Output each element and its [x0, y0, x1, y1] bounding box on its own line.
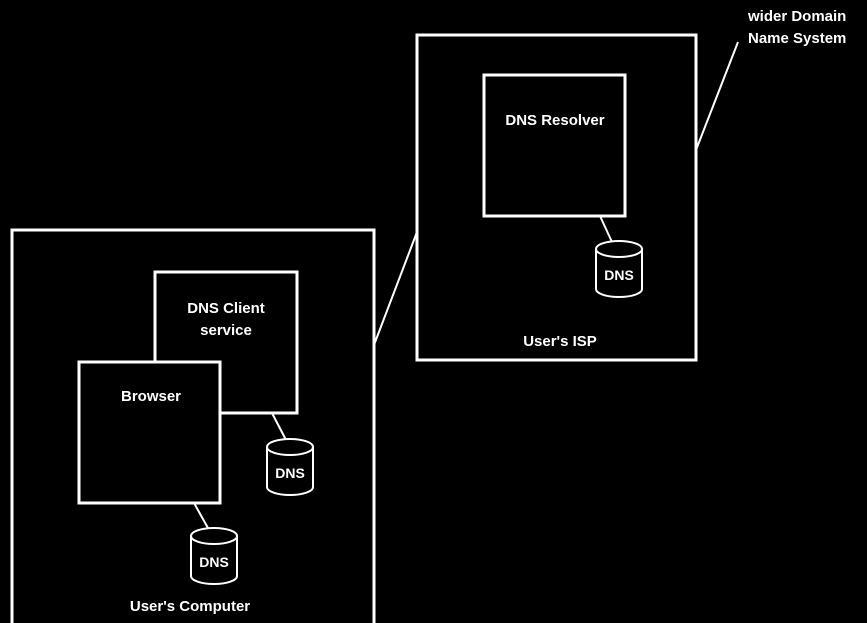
- computer-label: User's Computer: [130, 598, 250, 615]
- computer-container: DNS Client service DNS Browser DNS User'…: [10, 228, 376, 623]
- browser-dns-cache-label: DNS: [199, 554, 229, 570]
- browser-box: Browser: [77, 360, 222, 505]
- dns-client-service-label-line1: DNS Client: [187, 300, 265, 317]
- resolver-to-cache-link: [599, 215, 613, 243]
- wider-dns-label-line1: wider Domain: [747, 8, 846, 25]
- wider-dns-label-line2: Name System: [748, 30, 846, 47]
- client-dns-cache-icon: DNS: [266, 438, 314, 496]
- isp-container: DNS Resolver DNS User's ISP: [415, 33, 698, 362]
- client-dns-cache-label: DNS: [275, 465, 305, 481]
- connector-isp-to-wider-dns: [695, 41, 739, 151]
- isp-dns-cache-label: DNS: [604, 267, 634, 283]
- dns-client-service-label-line2: service: [200, 322, 252, 339]
- connector-computer-to-isp: [373, 231, 418, 346]
- browser-dns-cache-icon: DNS: [190, 527, 238, 585]
- dns-resolver-box: DNS Resolver: [482, 73, 627, 218]
- isp-dns-cache-icon: DNS: [595, 240, 643, 298]
- client-service-to-cache-link: [271, 412, 287, 441]
- dns-resolver-label: DNS Resolver: [505, 112, 604, 129]
- browser-label: Browser: [121, 388, 181, 405]
- isp-label: User's ISP: [523, 333, 597, 350]
- browser-to-cache-link: [193, 502, 209, 529]
